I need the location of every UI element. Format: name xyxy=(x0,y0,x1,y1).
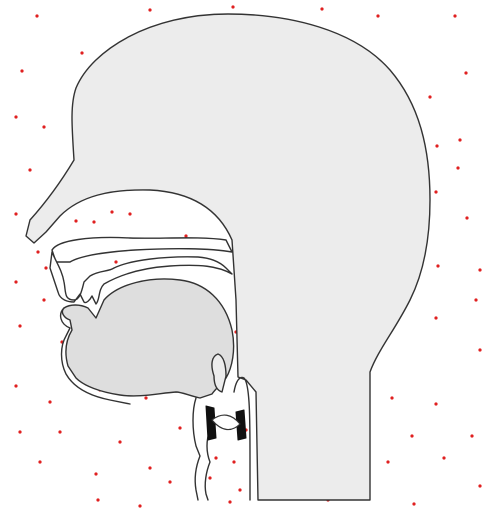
red-dot xyxy=(434,190,437,193)
red-dot xyxy=(42,125,45,128)
red-dot xyxy=(14,115,17,118)
red-dot xyxy=(434,316,437,319)
larynx-front xyxy=(193,398,200,500)
red-dot xyxy=(474,298,477,301)
red-dot xyxy=(148,8,151,11)
red-dot xyxy=(96,498,99,501)
red-dot xyxy=(478,348,481,351)
red-dot xyxy=(168,480,171,483)
red-dot xyxy=(436,264,439,267)
red-dot xyxy=(478,268,481,271)
red-dot xyxy=(232,460,235,463)
red-dot xyxy=(435,144,438,147)
red-dot xyxy=(18,430,21,433)
red-dot xyxy=(148,466,151,469)
red-dot xyxy=(128,212,131,215)
red-dot xyxy=(453,14,456,17)
red-dot xyxy=(320,7,323,10)
red-dot xyxy=(138,504,141,507)
red-dot xyxy=(14,212,17,215)
red-dot xyxy=(20,69,23,72)
red-dot xyxy=(48,400,51,403)
red-dot xyxy=(178,426,181,429)
red-dot xyxy=(456,166,459,169)
red-dot xyxy=(184,234,187,237)
red-dot xyxy=(28,168,31,171)
red-dot xyxy=(36,250,39,253)
red-dot xyxy=(42,298,45,301)
red-dot xyxy=(80,51,83,54)
red-dot xyxy=(464,71,467,74)
red-dot xyxy=(386,460,389,463)
red-dot xyxy=(14,280,17,283)
red-dot xyxy=(465,216,468,219)
red-dot xyxy=(44,266,47,269)
red-dot xyxy=(110,210,113,213)
red-dot xyxy=(428,95,431,98)
red-dot xyxy=(208,476,211,479)
red-dot xyxy=(144,396,147,399)
red-dot xyxy=(376,14,379,17)
red-dot xyxy=(38,460,41,463)
red-dot xyxy=(58,430,61,433)
red-dot xyxy=(390,396,393,399)
red-dot xyxy=(114,260,117,263)
red-dot xyxy=(410,434,413,437)
red-dot xyxy=(412,502,415,505)
red-dot xyxy=(214,456,217,459)
red-dot xyxy=(470,434,473,437)
red-dot xyxy=(434,402,437,405)
red-dot xyxy=(231,5,234,8)
red-dot xyxy=(74,219,77,222)
larynx-inner xyxy=(205,430,210,500)
red-dot xyxy=(94,472,97,475)
red-dot xyxy=(442,456,445,459)
red-dot xyxy=(458,138,461,141)
red-dot xyxy=(18,324,21,327)
red-dot xyxy=(238,488,241,491)
red-dot xyxy=(228,500,231,503)
red-dot xyxy=(478,484,481,487)
red-dot xyxy=(14,384,17,387)
red-dot xyxy=(118,440,121,443)
glottis-opening xyxy=(212,415,240,430)
red-dot xyxy=(92,220,95,223)
red-dot xyxy=(35,14,38,17)
